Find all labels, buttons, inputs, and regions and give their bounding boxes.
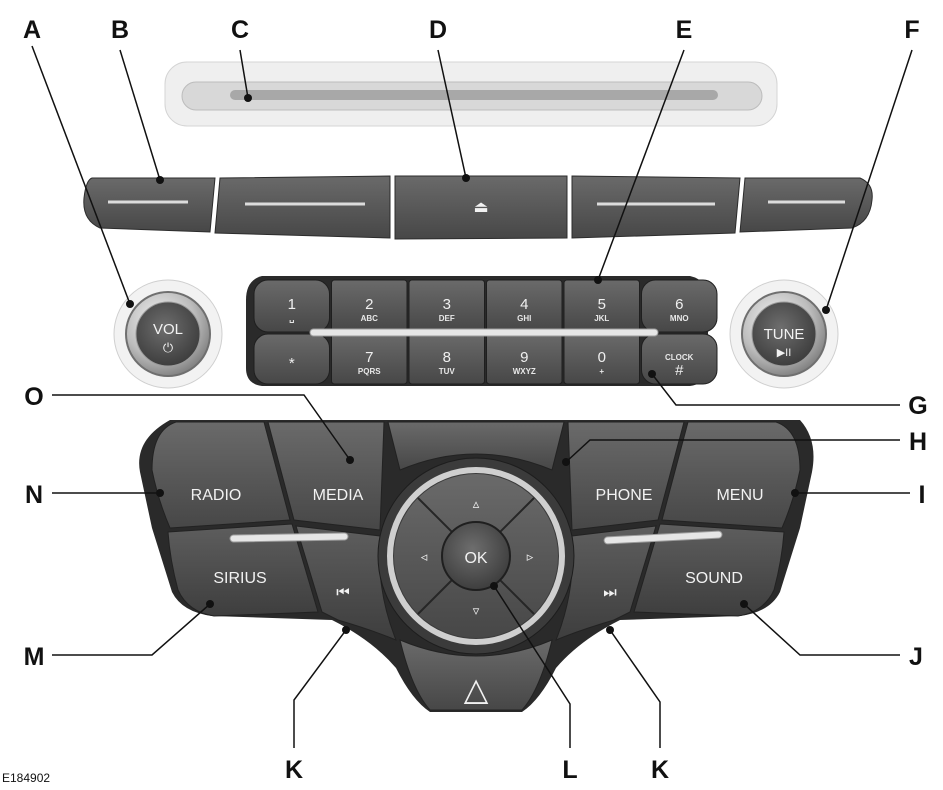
preset-button-1[interactable] (83, 177, 216, 233)
keypad-key-letters: ABC (361, 314, 379, 323)
keypad-key-letters: ␣ (289, 314, 294, 323)
seek-back-icon: ⏮ (336, 584, 350, 601)
callout-k-right: K (651, 756, 669, 784)
tune-label: TUNE (764, 326, 805, 343)
callout-h: H (909, 428, 927, 456)
power-icon: ⏻ (163, 340, 173, 355)
ok-label: OK (464, 550, 487, 567)
keypad-key-letters: JKL (594, 314, 609, 323)
radio-label: RADIO (191, 487, 242, 504)
volume-label: VOL (153, 321, 183, 338)
keypad-key-letters: DEF (439, 314, 455, 323)
right-arrow-icon[interactable]: ▹ (527, 549, 534, 564)
callout-b: B (111, 16, 129, 44)
keypad-key-top-6[interactable] (641, 279, 718, 333)
callout-e: E (676, 16, 693, 44)
keypad-key-number: 8 (443, 349, 451, 366)
sound-button[interactable] (633, 523, 785, 617)
keypad-key-letters: GHI (517, 314, 531, 323)
callout-o: O (24, 383, 43, 411)
keypad-divider-strip (309, 328, 659, 337)
keypad-key-number: 0 (598, 349, 606, 366)
keypad-key-number: 7 (365, 349, 373, 366)
callout-f: F (904, 16, 919, 44)
keypad-key-letters: TUV (439, 367, 456, 376)
cd-slot[interactable] (164, 61, 778, 127)
media-button[interactable] (267, 421, 385, 531)
preset-button-row (83, 175, 873, 240)
keypad-key-letters: WXYZ (513, 367, 536, 376)
media-label: MEDIA (313, 487, 364, 504)
keypad-key-number: 1 (288, 296, 296, 313)
right-divider-strip (603, 530, 723, 545)
leader-lines (31, 45, 913, 748)
sound-label: SOUND (685, 570, 743, 587)
keypad-key-number: 2 (365, 296, 373, 313)
keypad-key-number: * (289, 355, 295, 372)
play-pause-icon: ▶II (777, 347, 792, 359)
left-arrow-icon[interactable]: ◃ (421, 549, 428, 564)
keypad-key-number: 3 (443, 296, 451, 313)
menu-button[interactable] (661, 421, 801, 529)
down-arrow-icon[interactable]: ▿ (473, 603, 480, 618)
callout-g: G (908, 392, 927, 420)
callout-l: L (562, 756, 577, 784)
up-arrow-icon[interactable]: ▵ (473, 496, 480, 511)
phone-button[interactable] (567, 421, 685, 531)
sirius-button[interactable] (167, 523, 319, 617)
keypad-key-top-1[interactable] (253, 279, 330, 333)
hazard-button[interactable] (399, 639, 553, 711)
hazard-icon: △ (464, 671, 489, 707)
callout-i: I (919, 481, 926, 509)
keypad-key-letters: PQRS (358, 367, 381, 376)
figure-id: E184902 (2, 771, 50, 785)
callout-c: C (231, 16, 249, 44)
upper-center-panel (387, 421, 565, 471)
keypad-key-bottom-6[interactable] (641, 333, 718, 385)
callout-k-left: K (285, 756, 303, 784)
keypad-key-number: # (675, 362, 684, 379)
callout-d: D (429, 16, 447, 44)
callout-j: J (909, 643, 923, 671)
ok-button[interactable] (441, 521, 511, 591)
eject-icon: ⏏ (473, 199, 488, 216)
menu-label: MENU (716, 487, 763, 504)
keypad-key-bottom-1[interactable] (253, 333, 330, 385)
preset-button-3[interactable] (571, 175, 741, 239)
keypad-key-number: 5 (598, 296, 606, 313)
callout-n: N (25, 481, 43, 509)
keypad-key-letters: + (599, 367, 604, 376)
eject-button[interactable] (394, 175, 568, 240)
keypad-key-letters: CLOCK (665, 353, 694, 362)
preset-button-2[interactable] (214, 175, 391, 239)
phone-label: PHONE (596, 487, 653, 504)
preset-button-4[interactable] (739, 177, 873, 233)
callout-m: M (24, 643, 45, 671)
keypad-key-number: 9 (520, 349, 528, 366)
keypad-key-number: 4 (520, 296, 528, 313)
radio-button[interactable] (151, 421, 291, 529)
directional-pad (377, 457, 575, 655)
left-divider-strip (229, 532, 349, 543)
callout-a: A (23, 16, 41, 44)
keypad-key-letters: MNO (670, 314, 689, 323)
volume-knob[interactable] (113, 279, 223, 389)
seek-forward-icon: ⏭ (603, 584, 617, 601)
sirius-label: SIRIUS (213, 570, 266, 587)
keypad-key-number: 6 (675, 296, 683, 313)
tune-knob[interactable] (729, 279, 839, 389)
